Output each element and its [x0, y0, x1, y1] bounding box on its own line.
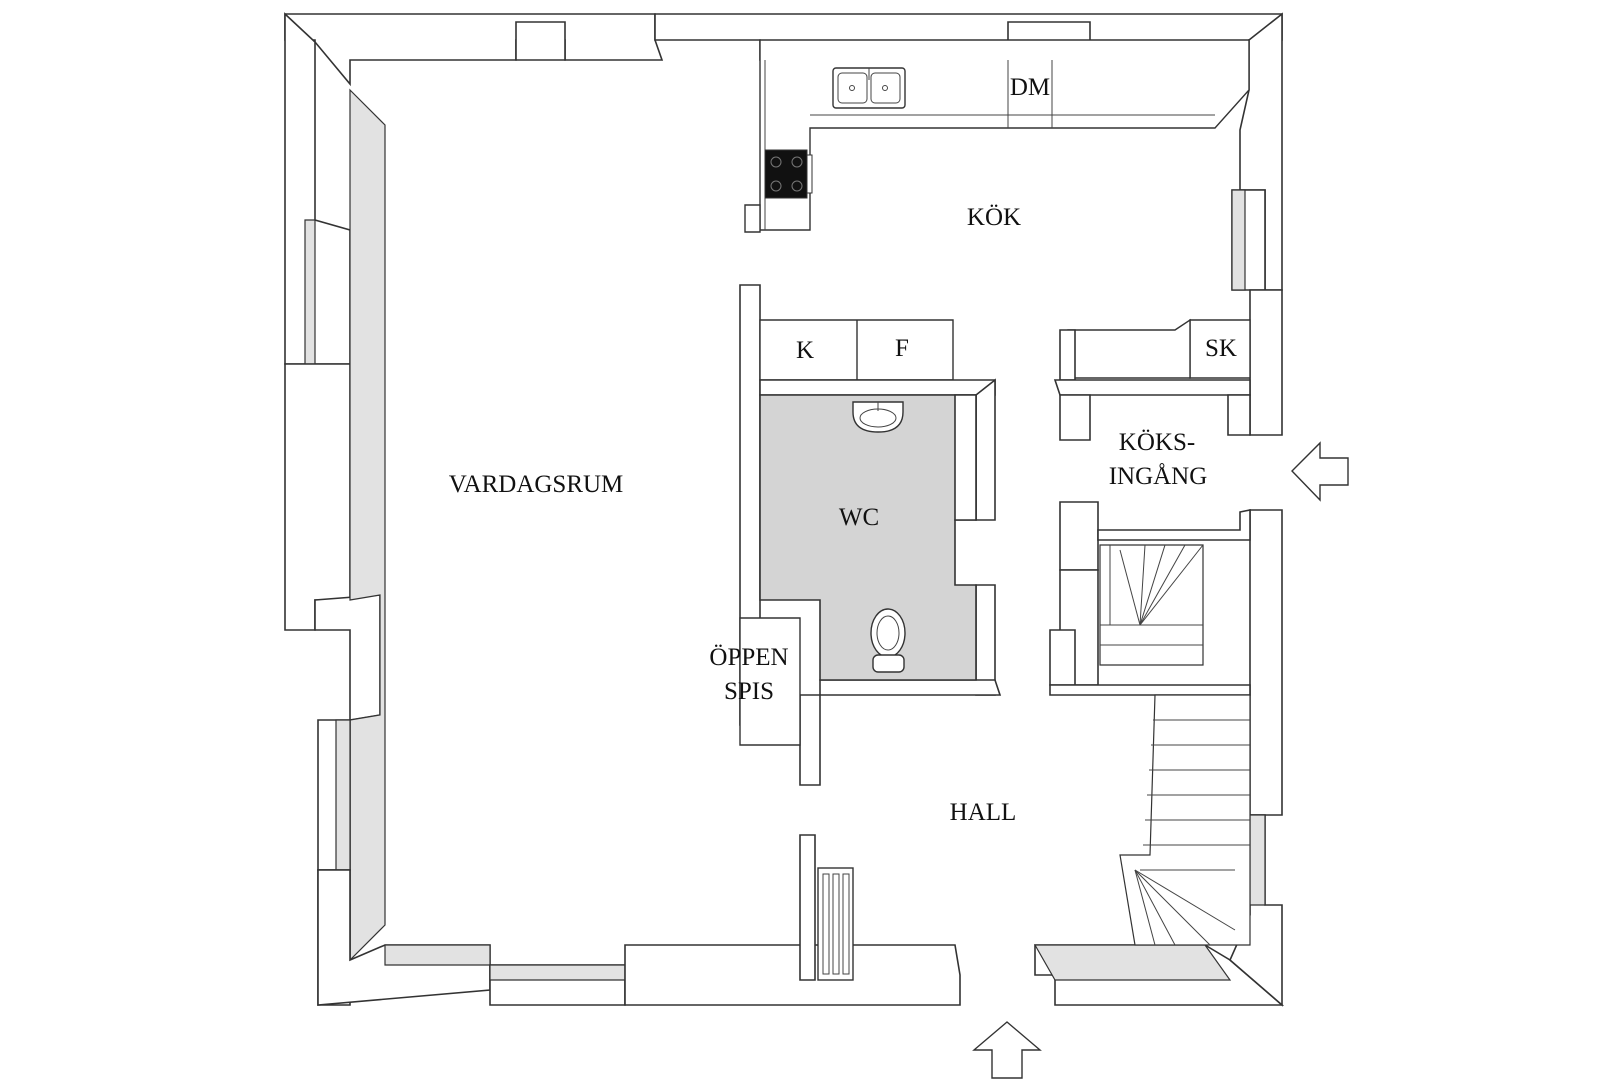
stairs-upper [1099, 544, 1204, 666]
label-f: F [895, 335, 909, 362]
toilet-icon [870, 608, 906, 673]
label-vardagsrum: VARDAGSRUM [449, 471, 624, 498]
room-labels: VARDAGSRUM KÖK DM K F SK KÖKS- INGÅNG WC… [449, 74, 1237, 826]
label-koksingang-2: INGÅNG [1109, 463, 1208, 490]
hall-partition [799, 834, 816, 981]
stairs-lower [1119, 694, 1251, 946]
sink-icon [832, 67, 906, 109]
label-koksingang-1: KÖKS- [1119, 429, 1195, 456]
radiator-icon [817, 867, 854, 981]
label-dm: DM [1010, 74, 1050, 101]
label-hall: HALL [950, 799, 1017, 826]
washbasin-icon [852, 401, 904, 433]
right-rooms [1049, 318, 1251, 696]
entrance-arrow-icon [972, 1021, 1042, 1079]
stove-icon [764, 149, 813, 199]
label-wc: WC [839, 504, 879, 531]
outer-walls [284, 12, 1285, 1007]
label-kok: KÖK [967, 204, 1021, 231]
side-entrance-arrow-icon [1291, 441, 1349, 502]
label-oppen-spis-1: ÖPPEN [709, 644, 788, 671]
label-k: K [796, 337, 814, 364]
label-oppen-spis-2: SPIS [724, 678, 774, 705]
wc-wall [954, 394, 977, 521]
label-sk: SK [1205, 335, 1237, 362]
central-block [739, 284, 1002, 786]
